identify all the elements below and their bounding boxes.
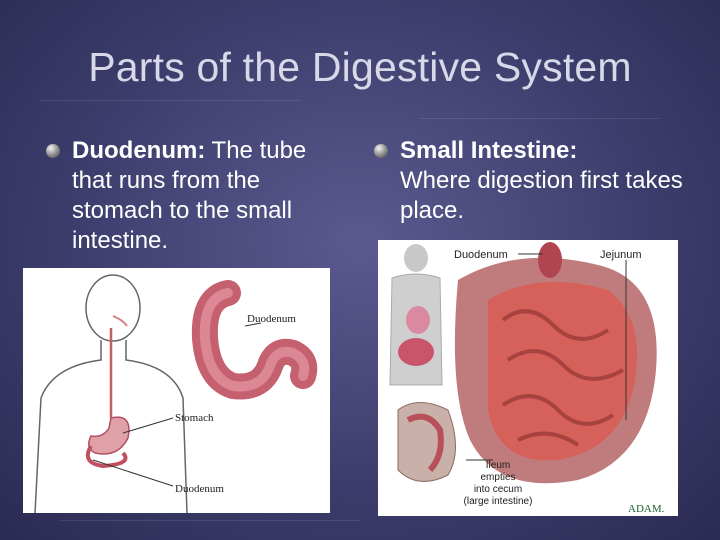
definition-small-intestine: Where digestion first takes place. (400, 167, 683, 224)
duodenum-enlarged-illustration (191, 280, 318, 400)
label-duodenum: Duodenum (247, 313, 296, 325)
label-duodenum: Duodenum (454, 249, 508, 261)
intestine-coils-illustration (397, 242, 657, 484)
adam-brand-logo: ADAM. (628, 503, 665, 515)
label-ileum-line4: (large intestine) (464, 496, 533, 507)
term-small-intestine: Small Intestine: (400, 137, 578, 164)
ileum-label: Ileum empties into cecum (large intestin… (464, 460, 533, 507)
bullet-duodenum: Duodenum: The tube that runs from the st… (46, 136, 352, 256)
definition-duodenum: The tube that runs from the stomach to t… (72, 137, 307, 254)
torso-inset-illustration (389, 244, 443, 386)
esophagus-illustration (109, 315, 128, 418)
background-streak (60, 520, 360, 521)
duodenum-figure: Duodenum Stomach Duodenum (23, 268, 330, 513)
label-lines (92, 322, 262, 487)
body-outline-illustration (34, 274, 188, 513)
label-ileum-line3: into cecum (474, 484, 522, 495)
slide-title: Parts of the Digestive System (88, 44, 632, 90)
label-jejunum: Jejunum (600, 249, 642, 261)
bullet-icon (46, 144, 60, 158)
background-streak (420, 118, 660, 119)
label-ileum-line2: empties (480, 472, 515, 483)
label-ileum-line1: Ileum (486, 460, 510, 471)
stomach-illustration (86, 416, 130, 469)
small-intestine-figure: Duodenum Jejunum Ileum empties into cecu… (378, 240, 678, 516)
bullet-icon (374, 144, 388, 158)
term-duodenum: Duodenum: (72, 137, 206, 164)
label-stomach: Stomach (175, 412, 214, 424)
label-duodenum-bottom: Duodenum (175, 483, 224, 495)
background-streak (40, 100, 300, 101)
label-lines (466, 253, 627, 461)
bullet-small-intestine: Small Intestine: Where digestion first t… (374, 136, 690, 226)
